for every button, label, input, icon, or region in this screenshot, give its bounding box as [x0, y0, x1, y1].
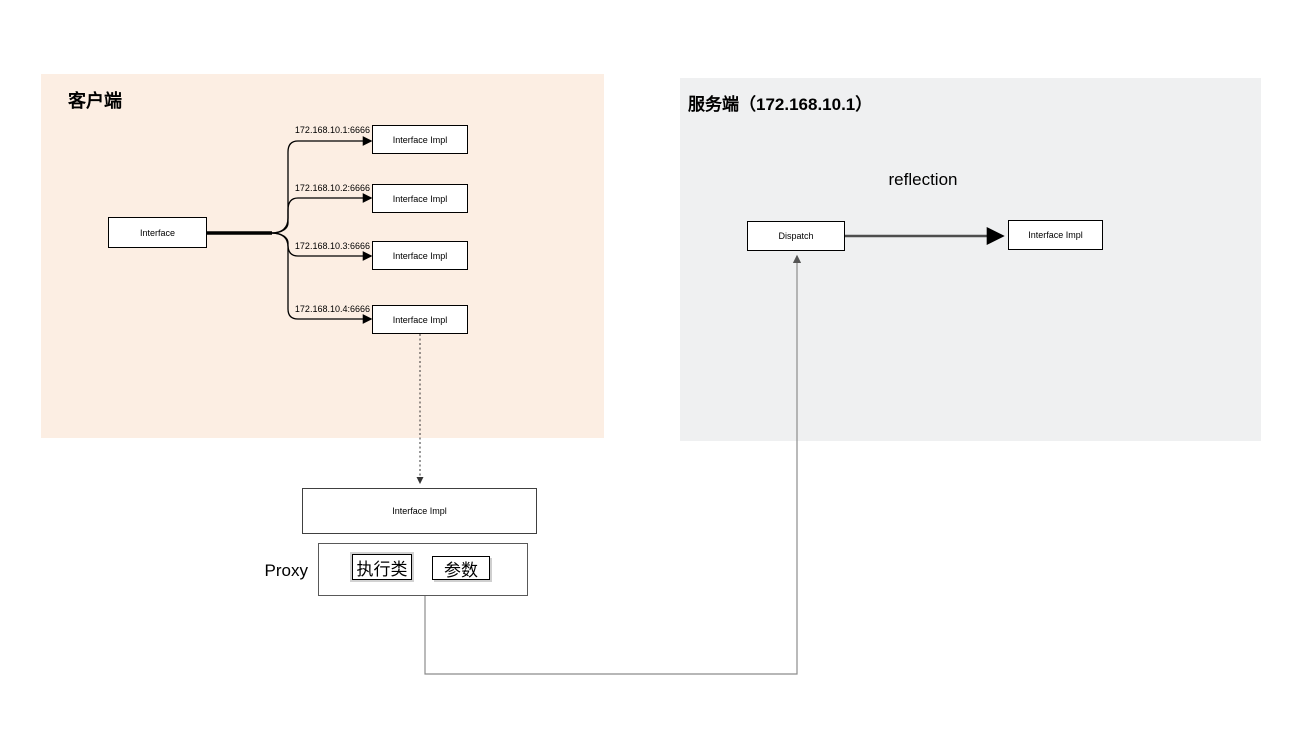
client-panel-title: 客户端 — [68, 91, 122, 111]
ip-label-1: 172.168.10.1:6666 — [294, 125, 370, 135]
reflection-label: reflection — [888, 170, 958, 189]
executor-class-chip[interactable]: 执行类 — [350, 552, 414, 582]
proxy-impl-node[interactable]: Interface Impl — [302, 488, 537, 534]
impl-node-4[interactable]: Interface Impl — [372, 305, 468, 334]
server-panel — [680, 78, 1261, 441]
interface-node[interactable]: Interface — [108, 217, 207, 248]
impl-node-3[interactable]: Interface Impl — [372, 241, 468, 270]
parameters-chip[interactable]: 参数 — [432, 556, 490, 580]
proxy-group-box[interactable] — [318, 543, 528, 596]
server-panel-title: 服务端（172.168.10.1） — [688, 95, 873, 114]
ip-label-3: 172.168.10.3:6666 — [294, 241, 370, 251]
ip-label-2: 172.168.10.2:6666 — [294, 183, 370, 193]
impl-node-1[interactable]: Interface Impl — [372, 125, 468, 154]
ip-label-4: 172.168.10.4:6666 — [294, 304, 370, 314]
impl-node-2[interactable]: Interface Impl — [372, 184, 468, 213]
dispatch-node[interactable]: Dispatch — [747, 221, 845, 251]
proxy-label: Proxy — [264, 561, 308, 580]
server-impl-node[interactable]: Interface Impl — [1008, 220, 1103, 250]
